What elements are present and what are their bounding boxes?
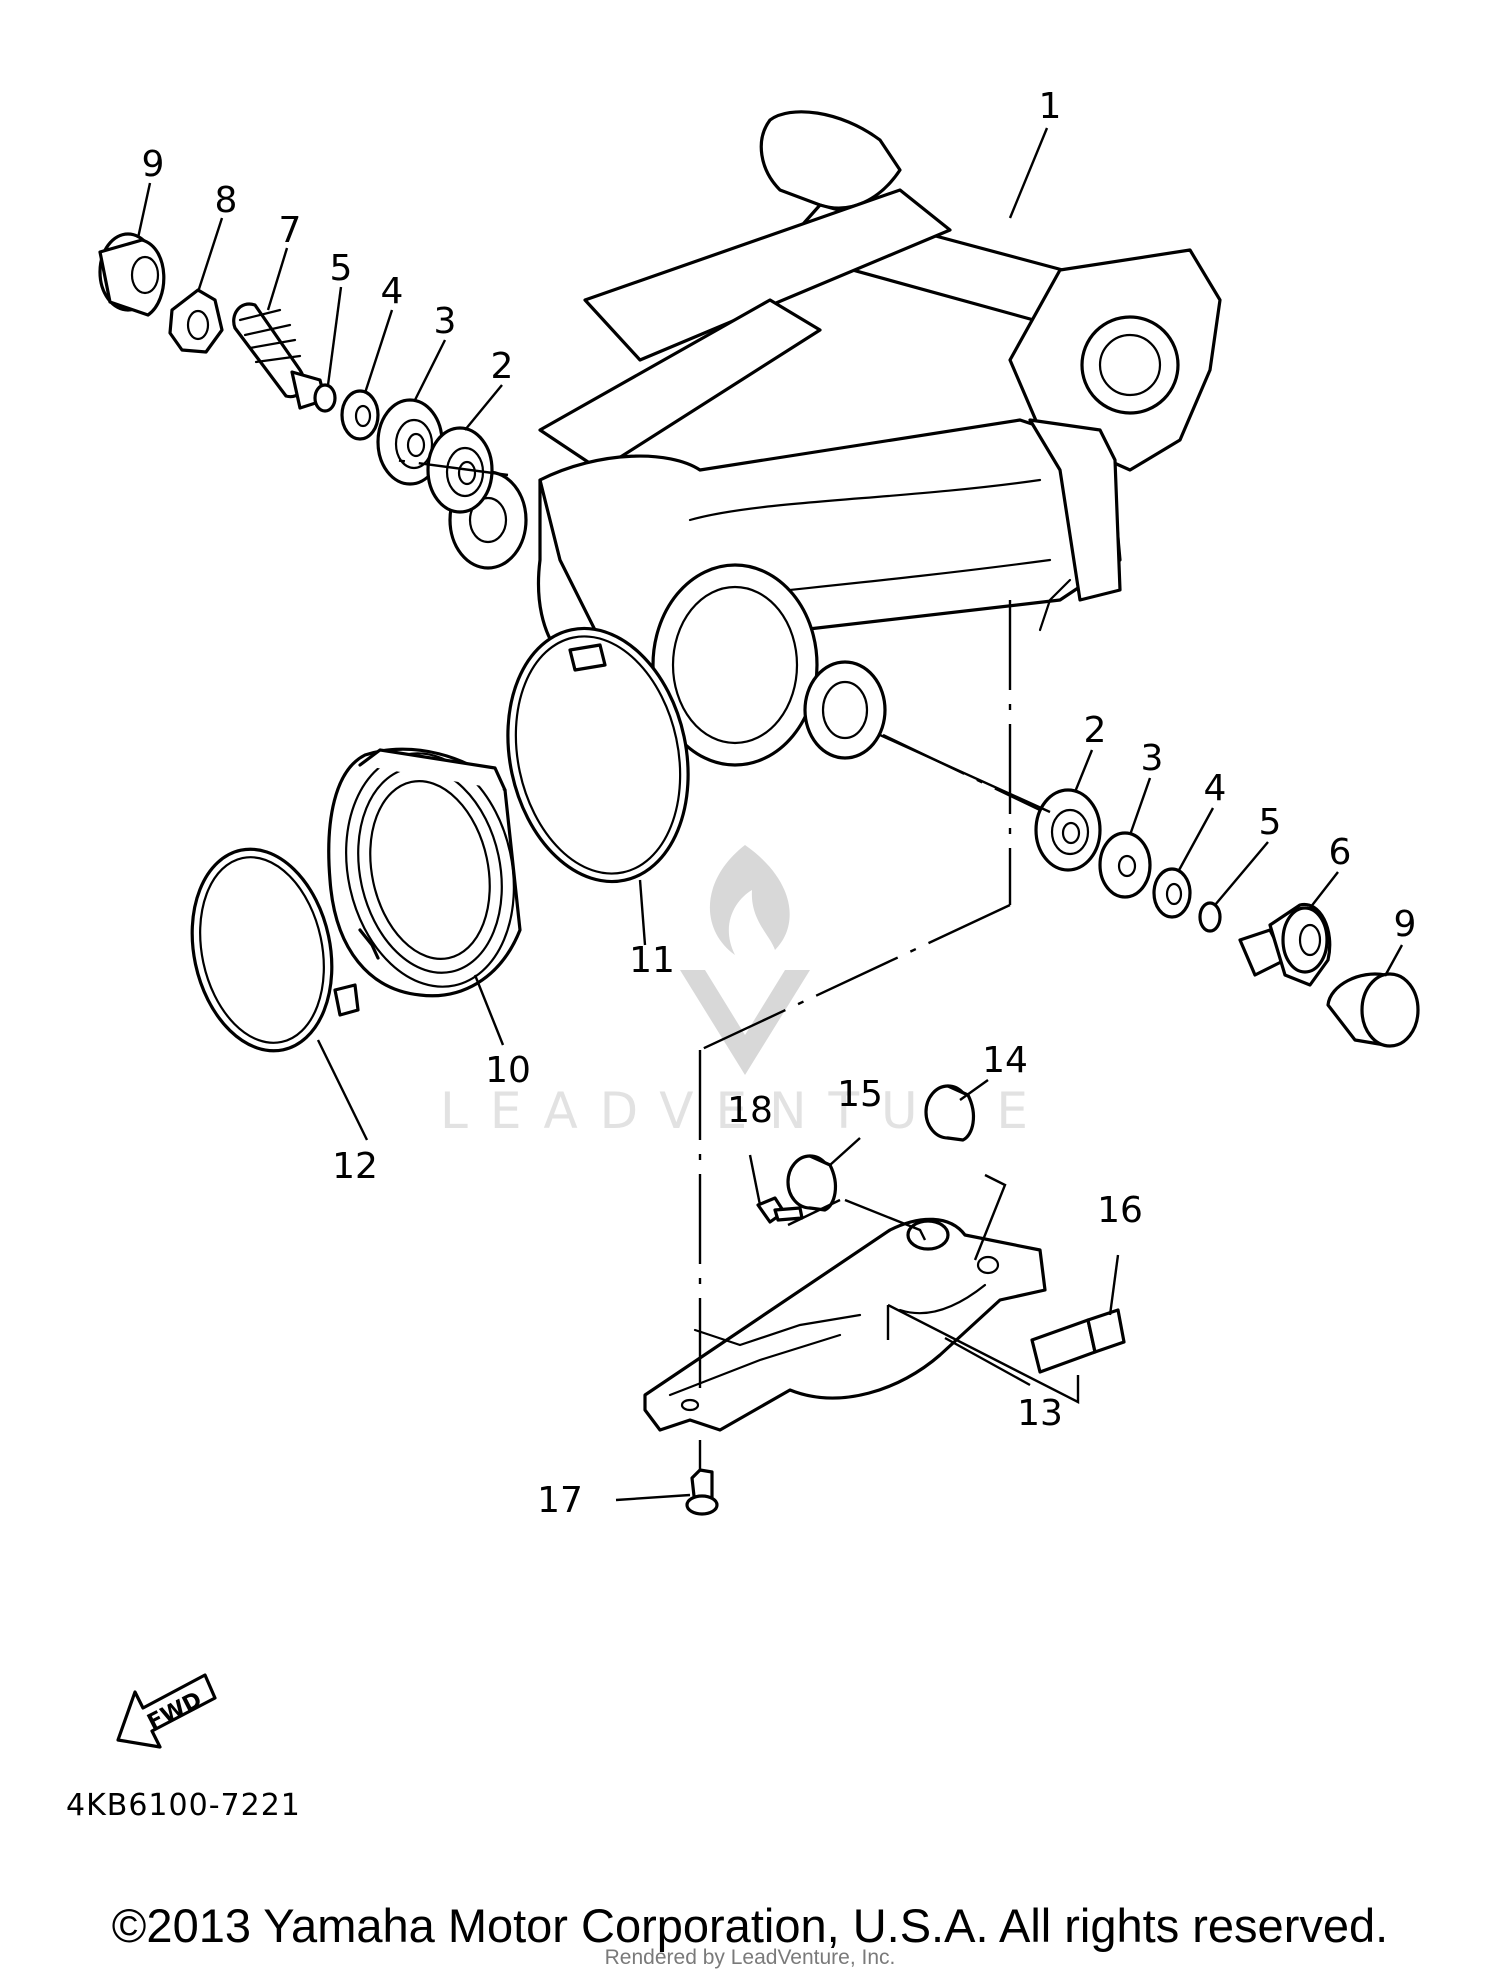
leader-lines	[136, 127, 1404, 1502]
callout-6: 6	[1329, 832, 1352, 873]
right-pivot-cap	[1326, 972, 1420, 1048]
callout-2-left: 2	[491, 346, 514, 387]
rubber-damper-14	[924, 1084, 976, 1142]
small-clamp-ring	[190, 847, 360, 1053]
callout-labels: 1 2 3 4 5 7 8 9 2 3 4 5 6 9 10 11 12 13 …	[142, 86, 1417, 1521]
right-o-ring	[1198, 901, 1222, 933]
left-collar	[340, 389, 380, 441]
callout-1: 1	[1039, 86, 1062, 127]
callout-2-right: 2	[1084, 710, 1107, 751]
right-oil-seal	[1098, 831, 1152, 899]
left-pivot-cap	[98, 232, 166, 317]
copyright-text: ©2013 Yamaha Motor Corporation, U.S.A. A…	[111, 1899, 1389, 1952]
rubber-damper-15	[786, 1154, 838, 1212]
large-clamp-ring	[506, 626, 690, 884]
rubber-boot	[327, 747, 522, 998]
callout-18: 18	[727, 1090, 773, 1131]
left-bearing	[426, 426, 494, 514]
callout-9-left: 9	[142, 144, 165, 185]
callout-14: 14	[982, 1040, 1028, 1081]
assembly-lines	[394, 458, 1041, 1470]
right-bearing	[1034, 788, 1102, 872]
rendered-by-text: Rendered by LeadVenture, Inc.	[604, 1946, 896, 1969]
callout-11: 11	[629, 940, 675, 981]
swingarm	[448, 110, 1222, 767]
callout-8: 8	[215, 180, 238, 221]
callout-15: 15	[837, 1074, 883, 1115]
guard-bolt-17	[685, 1468, 719, 1516]
watermark-logo	[680, 845, 810, 1075]
guard-pad	[1030, 1308, 1126, 1374]
callout-17: 17	[537, 1480, 583, 1521]
callout-10: 10	[485, 1050, 531, 1091]
callout-13: 13	[1017, 1393, 1063, 1434]
callout-4-left: 4	[381, 271, 404, 312]
left-o-ring	[313, 383, 337, 413]
left-pivot-shaft	[232, 302, 327, 410]
callout-3-right: 3	[1141, 738, 1164, 779]
right-pivot-shaft	[1238, 902, 1332, 987]
callout-7: 7	[279, 210, 302, 251]
callout-5-right: 5	[1259, 802, 1282, 843]
callout-12: 12	[332, 1146, 378, 1187]
left-pivot-nut	[168, 288, 224, 354]
callout-9-right: 9	[1394, 904, 1417, 945]
callout-5-left: 5	[330, 248, 353, 289]
chain-guard	[643, 1217, 1047, 1432]
callout-3-left: 3	[434, 301, 457, 342]
fwd-arrow-icon: FWD	[116, 1673, 217, 1749]
right-collar	[1152, 867, 1192, 919]
callout-16: 16	[1097, 1190, 1143, 1231]
callout-4-right: 4	[1204, 768, 1227, 809]
part-code: 4KB6100-7221	[66, 1788, 301, 1823]
